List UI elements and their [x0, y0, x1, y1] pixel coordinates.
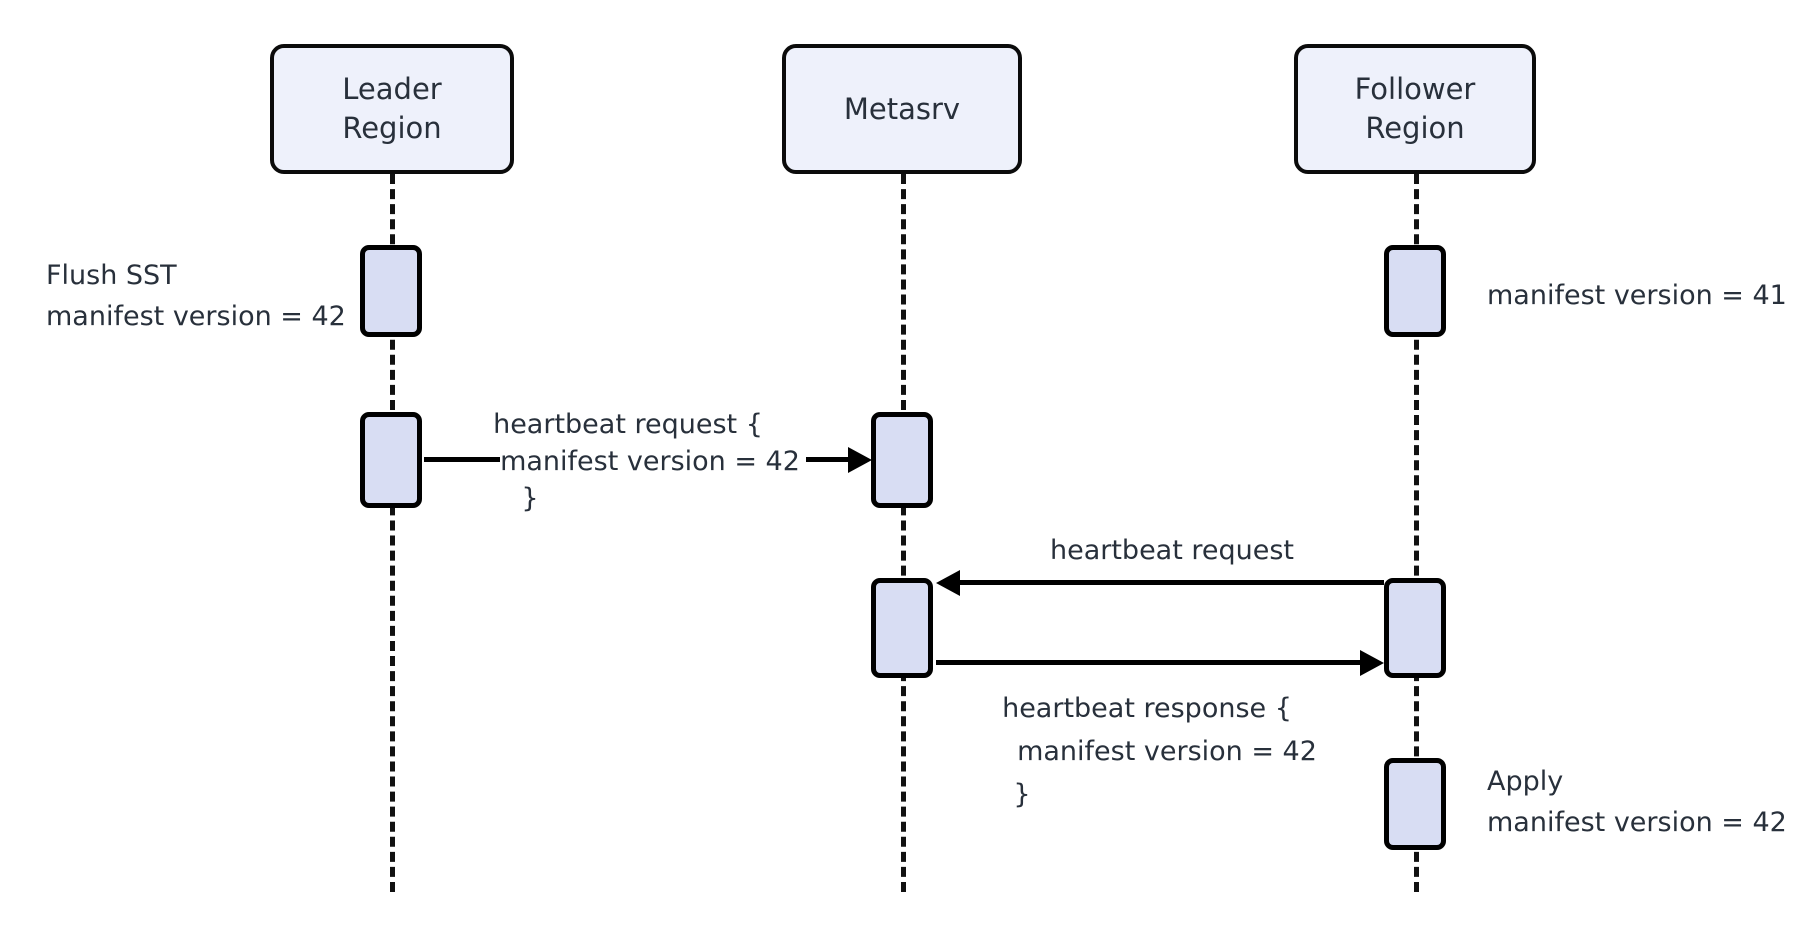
- participant-metasrv[interactable]: Metasrv: [782, 44, 1022, 174]
- message-label-heartbeat-request: heartbeat request: [1049, 535, 1295, 566]
- arrow-head-follower-to-metasrv: [936, 570, 960, 596]
- message-label-heartbeat-request-open: heartbeat request {: [493, 409, 763, 440]
- lifeline-leader: [390, 174, 395, 892]
- note-follower-manifest-version: manifest version = 41: [1487, 280, 1787, 311]
- note-flush-sst-line-2: manifest version = 42: [46, 301, 346, 332]
- activation-follower-apply[interactable]: [1384, 758, 1446, 850]
- activation-leader-heartbeat[interactable]: [360, 412, 422, 508]
- arrow-head-leader-to-metasrv: [848, 447, 872, 473]
- message-line-leader-to-metasrv: [806, 457, 850, 462]
- message-label-heartbeat-request-close: }: [521, 483, 539, 514]
- activation-leader-flush[interactable]: [360, 245, 422, 337]
- activation-follower-heartbeat[interactable]: [1384, 578, 1446, 678]
- activation-metasrv-receive[interactable]: [871, 412, 933, 508]
- message-label-heartbeat-request-version: manifest version = 42: [500, 446, 800, 477]
- message-line-metasrv-to-follower: [936, 660, 1360, 665]
- note-apply-line-2: manifest version = 42: [1487, 807, 1787, 838]
- lifeline-follower: [1414, 174, 1419, 892]
- lifeline-metasrv: [901, 174, 906, 892]
- participant-leader-region[interactable]: Leader Region: [270, 44, 514, 174]
- arrow-head-metasrv-to-follower: [1360, 650, 1384, 676]
- participant-follower-region[interactable]: Follower Region: [1294, 44, 1536, 174]
- note-flush-sst-line-1: Flush SST: [46, 260, 177, 291]
- message-line-follower-to-metasrv: [960, 580, 1384, 585]
- message-label-heartbeat-response-close: }: [1013, 779, 1031, 810]
- message-label-heartbeat-response-open: heartbeat response {: [1002, 693, 1292, 724]
- activation-metasrv-respond[interactable]: [871, 578, 933, 678]
- note-apply-line-1: Apply: [1487, 766, 1564, 797]
- activation-follower-initial[interactable]: [1384, 245, 1446, 337]
- message-line-leader-stub: [424, 457, 500, 462]
- message-label-heartbeat-response-version: manifest version = 42: [1017, 736, 1317, 767]
